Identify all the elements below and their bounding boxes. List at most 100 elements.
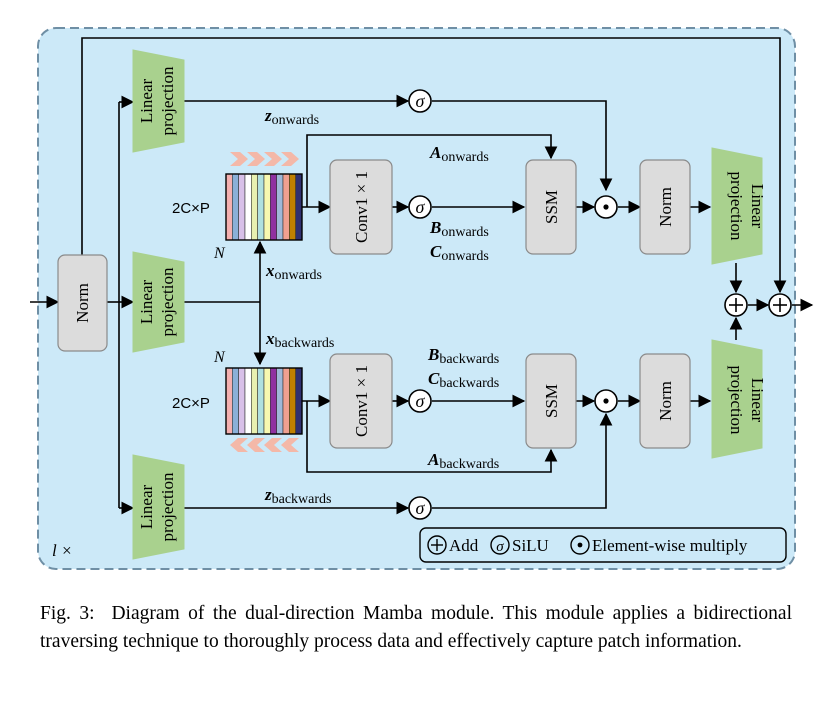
caption-text: Diagram of the dual-direction Mamba modu… <box>40 603 792 652</box>
tensor-stripe <box>257 367 265 435</box>
label-x-backwards: xbackwards <box>265 329 334 351</box>
conv-block-onwards <box>329 159 393 255</box>
label-z-onwards: zonwards <box>264 106 319 128</box>
tensor-stripe <box>238 367 246 435</box>
silu-icon-onwards <box>408 195 432 219</box>
linear-projection-right-backwards-label-1: Linear <box>748 378 767 423</box>
tensor-stripe <box>238 173 246 241</box>
patch-tensor-backwards <box>225 367 303 435</box>
chevron-icon <box>247 438 265 452</box>
linear-projection-bottom-label-1: Linear <box>137 484 156 529</box>
silu-legend-icon <box>490 535 510 555</box>
sigma-1: σ <box>416 91 426 111</box>
linear-projection-top-label-2: projection <box>158 66 177 135</box>
tensor-outline <box>225 367 303 435</box>
silu-icon-z-backwards <box>408 496 432 520</box>
tensor-stripe <box>289 173 296 241</box>
tensor-stripe <box>263 367 271 435</box>
chevron-icon <box>247 152 265 166</box>
silu-icon-z-onwards <box>408 89 432 113</box>
patch-tensor-onwards <box>225 173 303 241</box>
tensor-stripe <box>270 367 277 435</box>
conv-onwards-label: Conv1 × 1 <box>352 171 371 243</box>
norm-block-left <box>57 254 108 352</box>
tensor-stripe <box>270 173 277 241</box>
tensor-stripe <box>295 367 303 435</box>
label-B-backwards: Bbackwards <box>427 345 499 367</box>
norm-block-backwards <box>639 353 691 449</box>
label-x-onwards: xonwards <box>265 261 322 283</box>
chevron-icon <box>264 438 282 452</box>
chevron-icon <box>264 152 282 166</box>
label-C-backwards: Cbackwards <box>428 369 499 391</box>
chevron-icon <box>281 152 299 166</box>
tensor-stripe <box>282 173 290 241</box>
n-label-top: N <box>213 245 226 262</box>
tensor-stripe <box>225 367 233 435</box>
linear-projection-bottom: Linear projection <box>132 454 185 560</box>
linear-projection-right-onwards-label-1: Linear <box>748 184 767 229</box>
tensor-stripe <box>263 173 271 241</box>
tensor-stripe <box>251 173 258 241</box>
tensor-stripe <box>276 367 284 435</box>
label-z-backwards: zbackwards <box>264 485 332 507</box>
linear-projection-right-onwards-label-2: projection <box>727 172 746 241</box>
chevron-icon <box>230 152 248 166</box>
dim-label-bottom: 2C×P <box>172 395 210 412</box>
legend-add-label: Add <box>449 536 479 555</box>
chevron-icon <box>281 438 299 452</box>
conv-backwards-label: Conv1 × 1 <box>352 365 371 437</box>
linear-projection-right-onwards: projection Linear <box>711 147 767 265</box>
loop-label: l × <box>52 541 72 560</box>
tensor-stripe <box>257 173 265 241</box>
mamba-diagram: Norm Linear projection Linear projection… <box>30 27 814 570</box>
ssm-block-onwards <box>525 159 577 255</box>
tensor-stripe <box>276 173 284 241</box>
tensor-stripe <box>282 367 290 435</box>
linear-projection-top: Linear projection <box>132 49 185 153</box>
ssm-block-backwards <box>525 353 577 449</box>
n-label-bottom: N <box>213 349 226 366</box>
norm-onwards-label: Norm <box>656 187 675 227</box>
legend-silu-label: SiLU <box>512 536 549 555</box>
add-legend-icon <box>427 535 447 555</box>
legend-mul-label: Element-wise multiply <box>592 536 748 555</box>
legend: Add σ SiLU Element-wise multiply <box>419 527 787 563</box>
linear-projection-right-backwards-label-2: projection <box>727 366 746 435</box>
tensor-stripe <box>244 173 252 241</box>
tensor-stripe <box>232 173 239 241</box>
ssm-backwards-label: SSM <box>542 384 561 418</box>
dim-label-top: 2C×P <box>172 200 210 217</box>
linear-projection-middle-label-2: projection <box>158 267 177 336</box>
connections <box>30 37 814 515</box>
sigma-3: σ <box>416 391 426 411</box>
multiply-legend-icon <box>570 535 590 555</box>
label-C-onwards: Conwards <box>430 242 489 264</box>
linear-projection-bottom-label-2: projection <box>158 472 177 541</box>
ssm-onwards-label: SSM <box>542 190 561 224</box>
figure-caption: Fig. 3: Diagram of the dual-direction Ma… <box>40 600 792 656</box>
chevrons-onwards <box>230 152 299 166</box>
label-A-onwards: Aonwards <box>429 143 489 165</box>
linear-projection-right-backwards: projection Linear <box>711 339 767 459</box>
sigma-2: σ <box>416 197 426 217</box>
linear-projection-middle-label-1: Linear <box>137 279 156 324</box>
linear-projection-middle: Linear projection <box>132 251 185 353</box>
label-A-backwards: Abackwards <box>427 450 499 472</box>
conv-block-backwards <box>329 353 393 449</box>
tensor-stripe <box>295 173 303 241</box>
tensor-stripe <box>289 367 296 435</box>
tensor-stripe <box>232 367 239 435</box>
linear-projection-top-label-1: Linear <box>137 78 156 123</box>
silu-icon-backwards <box>408 389 432 413</box>
chevron-icon <box>230 438 248 452</box>
tensor-stripe <box>225 173 233 241</box>
tensor-stripe <box>244 367 252 435</box>
norm-backwards-label: Norm <box>656 381 675 421</box>
norm-left-label: Norm <box>73 283 92 323</box>
label-B-onwards: Bonwards <box>429 218 489 240</box>
norm-block-onwards <box>639 159 691 255</box>
silu-legend-sigma: σ <box>496 539 504 555</box>
sigma-4: σ <box>416 498 426 518</box>
